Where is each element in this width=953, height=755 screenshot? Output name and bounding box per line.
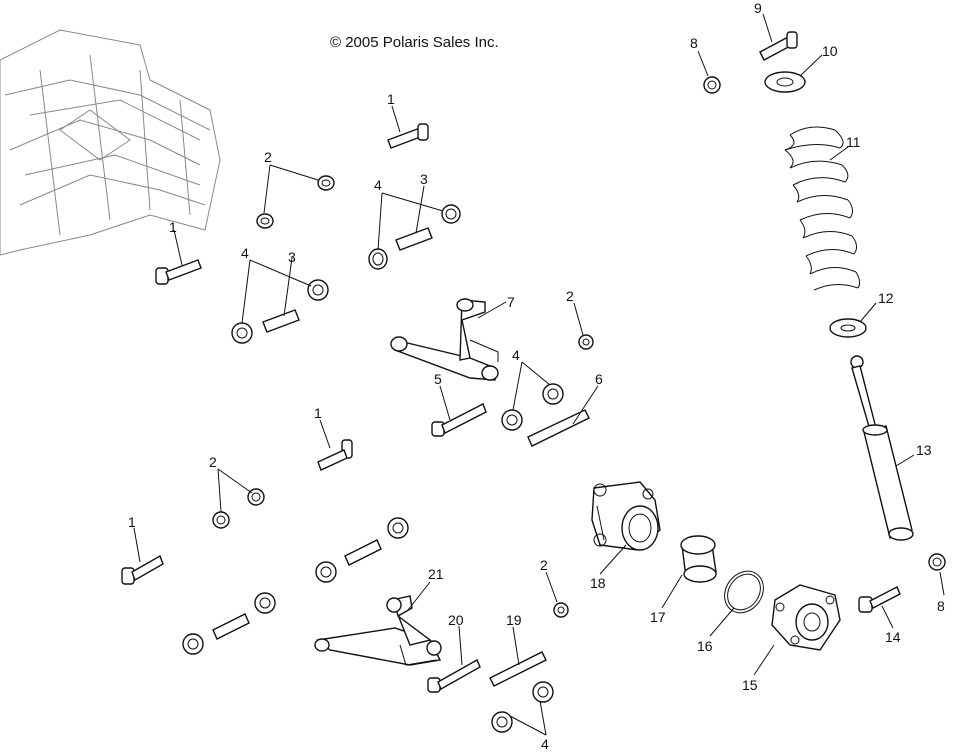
callout-2-lower: 2 xyxy=(209,454,217,470)
callout-13: 13 xyxy=(916,442,932,458)
bushing-4-bottom-left xyxy=(491,711,513,733)
snap-ring-16 xyxy=(724,570,764,614)
bolt-1-left xyxy=(155,259,202,285)
callout-5: 5 xyxy=(434,371,442,387)
callout-14: 14 xyxy=(885,629,901,645)
bushing-lower-row1-right xyxy=(387,517,409,539)
nut-8-lower xyxy=(928,553,946,571)
bushing-4-mid xyxy=(501,409,523,431)
sleeve-3-upper-right xyxy=(395,227,433,251)
callout-9: 9 xyxy=(754,0,762,16)
sleeve-lower-row2 xyxy=(212,613,250,640)
upper-a-arm xyxy=(390,298,499,381)
bushing-4b-mid xyxy=(542,383,564,405)
bolt-1-top xyxy=(387,123,429,149)
pivot-shaft-19 xyxy=(489,651,547,687)
callout-8-top: 8 xyxy=(690,35,698,51)
callout-17: 17 xyxy=(650,609,666,625)
callout-3-left: 3 xyxy=(288,249,296,265)
washer-12 xyxy=(829,318,867,338)
callout-1-lower: 1 xyxy=(128,514,136,530)
vehicle-frame xyxy=(0,29,221,256)
bolt-1-center xyxy=(317,439,353,471)
callout-2-top: 2 xyxy=(264,149,272,165)
shock-absorber-13 xyxy=(850,355,914,541)
bolt-5 xyxy=(431,403,487,437)
sleeve-3-left xyxy=(262,309,300,333)
bolt-14 xyxy=(858,586,901,613)
callout-4-bottom: 4 xyxy=(541,736,549,750)
bolt-9 xyxy=(759,31,798,61)
nut-2-top-right xyxy=(317,175,335,191)
bushing-4b-upper-right xyxy=(441,204,461,224)
bolt-20 xyxy=(427,659,481,693)
hub-15 xyxy=(771,584,841,651)
callout-12: 12 xyxy=(878,290,894,306)
callout-1-center: 1 xyxy=(314,405,322,421)
callout-4-left: 4 xyxy=(241,245,249,261)
nut-8-top xyxy=(703,76,721,94)
callout-21: 21 xyxy=(428,566,444,582)
callout-6: 6 xyxy=(595,371,603,387)
callout-18: 18 xyxy=(590,575,606,591)
callout-2-bottom: 2 xyxy=(540,557,548,573)
callout-3-top: 3 xyxy=(420,171,428,187)
bearing-carrier-18 xyxy=(591,481,661,551)
bushing-4-left xyxy=(231,322,253,344)
nut-2-lower-mid xyxy=(553,602,569,618)
callout-19: 19 xyxy=(506,612,522,628)
spring-11 xyxy=(784,126,861,291)
callout-1-top: 1 xyxy=(387,91,395,107)
nut-2-top-left xyxy=(256,213,274,229)
callout-4-mid: 4 xyxy=(512,347,520,363)
retainer-10 xyxy=(764,71,806,93)
callout-8-lower: 8 xyxy=(937,598,945,614)
bushing-4-bottom-right xyxy=(532,681,554,703)
nut-2-mid xyxy=(578,334,594,350)
bushing-lower-row2-left xyxy=(182,633,204,655)
bushing-4b-left xyxy=(307,279,329,301)
callout-11: 11 xyxy=(846,134,861,150)
callout-labels: 1 1 1 1 2 2 2 2 3 3 4 4 4 4 5 6 7 8 8 9 … xyxy=(128,0,945,752)
callout-15: 15 xyxy=(742,677,758,693)
pivot-shaft-6 xyxy=(527,409,590,447)
sleeve-lower-row1 xyxy=(344,539,382,566)
callout-20: 20 xyxy=(448,612,464,628)
bushing-lower-row2-right xyxy=(254,592,276,614)
lower-a-arm xyxy=(314,595,442,666)
callout-10: 10 xyxy=(822,43,838,59)
leader-lines xyxy=(133,13,945,736)
callout-1-left: 1 xyxy=(169,219,177,235)
bushing-lower-row1-left xyxy=(315,561,337,583)
nut-2-lower-left xyxy=(212,511,230,529)
bolt-1-lower xyxy=(121,554,164,585)
callout-2-mid: 2 xyxy=(566,288,574,304)
bushing-4-upper-right xyxy=(368,248,388,270)
callout-7: 7 xyxy=(507,294,515,310)
bearing-17 xyxy=(680,535,717,583)
callout-4-top: 4 xyxy=(374,177,382,193)
callout-16: 16 xyxy=(697,638,713,654)
copyright-notice: © 2005 Polaris Sales Inc. xyxy=(330,34,499,51)
